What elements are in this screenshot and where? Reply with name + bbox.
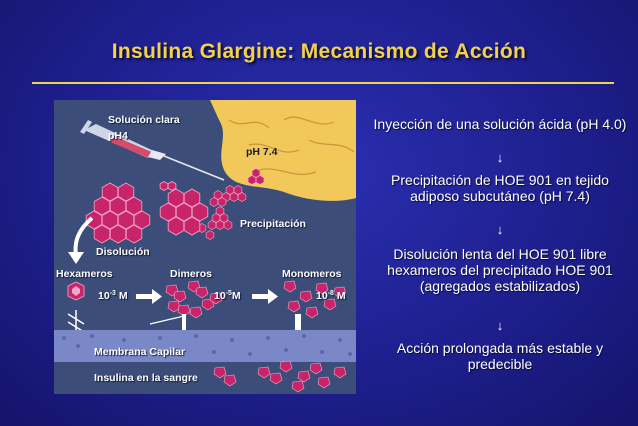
label-hexameros: Hexameros	[56, 268, 113, 280]
step-injection: Inyección de una solución ácida (pH 4.0)	[373, 116, 627, 132]
label-ph74: pH 7.4	[246, 146, 278, 158]
arrow-down-icon: ↓	[496, 150, 504, 165]
step-precipitation: Precipitación de HOE 901 en tejido adipo…	[391, 172, 609, 204]
slide-title: Insulina Glargine: Mecanismo de Acción	[111, 40, 527, 63]
equilibrium-arrows	[136, 289, 278, 304]
label-ph4: pH4	[108, 130, 128, 142]
arrow-down-icon: ↓	[496, 318, 504, 333]
adipose-tissue	[210, 100, 356, 201]
label-solucion-clara: Solución clara	[108, 114, 180, 126]
dissolution-arrowhead	[68, 252, 84, 264]
label-monomeros: Monomeros	[282, 268, 342, 280]
label-disolucion: Disolución	[96, 246, 150, 258]
diagram-graphic	[54, 100, 356, 393]
mechanism-diagram: Solución clara pH4 pH 7.4 Precipitación …	[54, 100, 356, 394]
label-dimeros: Dimeros	[170, 268, 213, 280]
label-insulina-sangre: Insulina en la sangre	[94, 372, 198, 384]
arrow-down-icon: ↓	[496, 222, 504, 237]
label-conc-monomeros: 10-8 M	[316, 290, 346, 302]
syringe-icon	[80, 120, 225, 181]
step-action: Acción prolongada más estable y predecib…	[396, 340, 604, 372]
label-conc-dimeros: 10-5M	[214, 290, 241, 302]
label-conc-hexameros: 10-3 M	[98, 290, 128, 302]
label-membrana-capilar: Membrana Capilar	[94, 346, 186, 358]
capillary-membrane	[54, 330, 356, 362]
step-dissolution: Disolución lenta del HOE 901 libre hexam…	[387, 246, 613, 294]
title-divider	[32, 82, 614, 84]
blood-insulin	[213, 360, 347, 393]
label-precipitacion: Precipitación	[240, 218, 306, 230]
hexamer-aggregate	[85, 182, 151, 244]
single-hexamer	[67, 281, 85, 301]
